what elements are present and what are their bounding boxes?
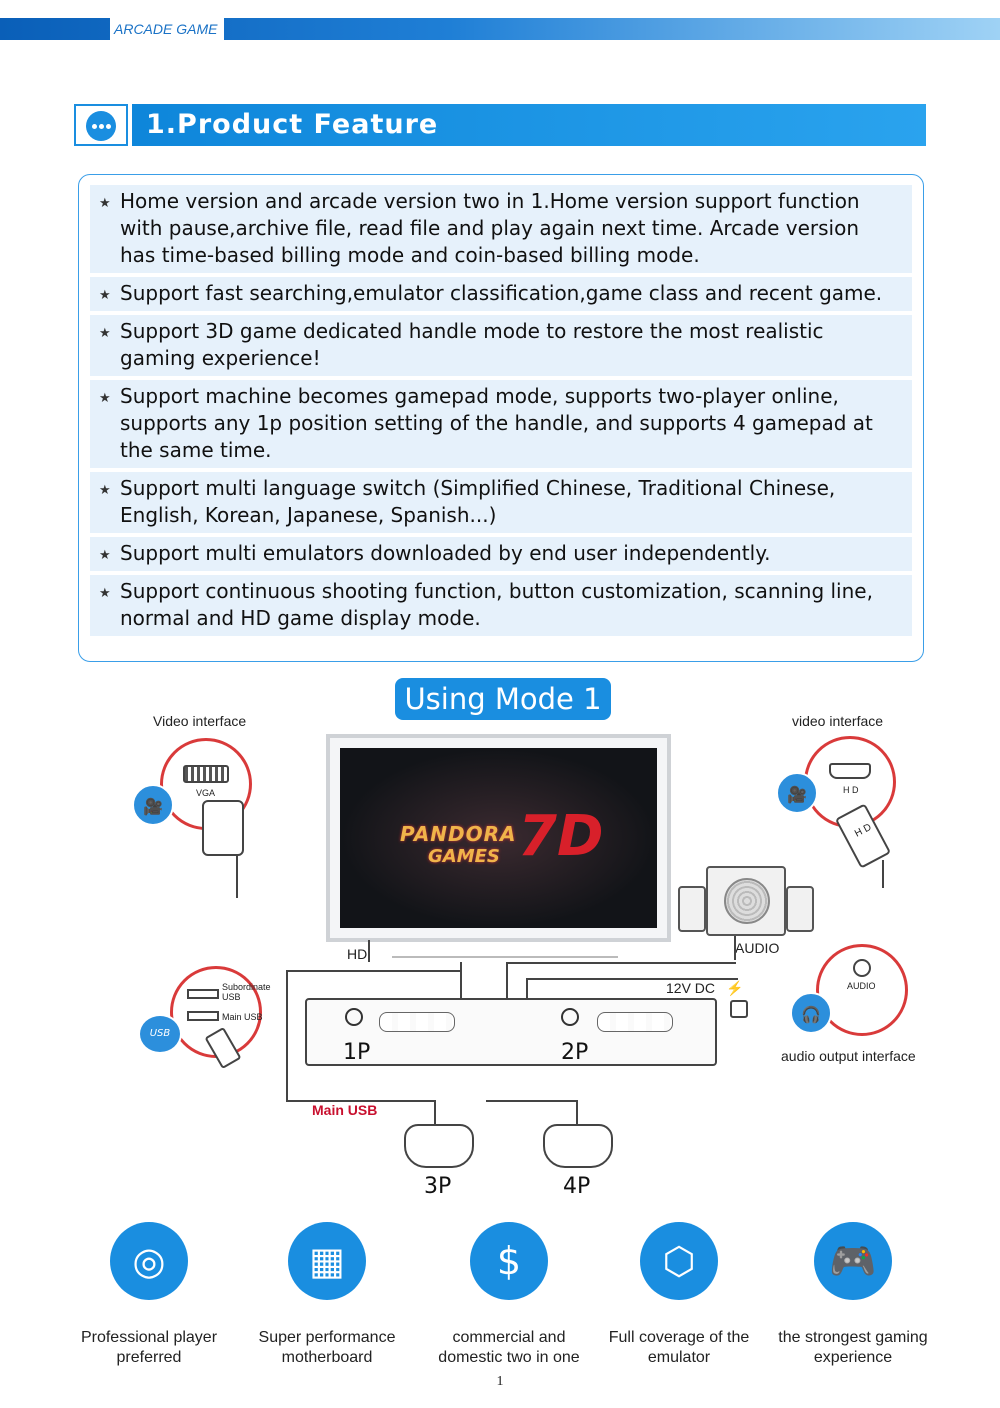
audio-line [734,936,736,960]
chat-bubble-icon [86,111,116,141]
feature-item: ★Support fast searching,emulator classif… [90,277,912,311]
star-icon: ★ [99,483,111,498]
video-interface-left-label: Video interface [153,713,247,729]
games-logo: GAMES [428,846,500,867]
star-icon: ★ [99,196,111,211]
cable [286,970,288,1102]
7d-logo: 7D [518,804,604,869]
audio-jack-circle: AUDIO [816,944,908,1036]
main-usb-port-label: Main USB [222,1012,263,1022]
star-icon: ★ [99,288,111,303]
gamepad-4p-icon: 4P [543,1124,613,1199]
feature-item: ★Support machine becomes gamepad mode, s… [90,380,912,468]
power-plug-icon [730,1000,748,1018]
arcade-console: 1P 2P [305,998,717,1066]
feature-item: ★Support continuous shooting function, b… [90,575,912,636]
chat-icon-box [74,104,128,146]
star-icon: ★ [99,326,111,341]
headphone-icon: 🎧 [790,992,832,1034]
feature-item: ★Support 3D game dedicated handle mode t… [90,315,912,376]
gamepad-icon: 🎮 [814,1222,892,1300]
banner-tag: ARCADE GAME [110,18,224,40]
video-camera-icon: 🎥 [132,784,174,826]
section-title: 1.Product Feature [146,109,439,140]
vga-plug-icon [202,800,244,856]
team-target-icon: ◎ [110,1222,188,1300]
cable [506,962,736,964]
hd-cable-label: H D [853,821,874,840]
buttons-2p [597,1012,673,1032]
subordinate-usb-label: Subordinate USB [222,982,271,1002]
hd-label: HD [347,946,368,962]
cable [486,1100,578,1102]
joystick-1p [345,1008,363,1026]
feature-item: ★Support multi language switch (Simplifi… [90,472,912,533]
speaker-left [678,886,706,932]
audio-output-label: audio output interface [781,1048,916,1064]
section-title-bar: 1.Product Feature [132,104,926,146]
top-banner: ARCADE GAME [0,18,1000,40]
p3-label: 3P [424,1174,452,1199]
chip-icon: ▦ [288,1222,366,1300]
page-number: 1 [496,1374,504,1389]
p4-label: 4P [563,1174,591,1199]
cable [526,978,738,980]
feature-item: ★Home version and arcade version two in … [90,185,912,273]
pandora-logo: PANDORA [400,822,517,846]
subwoofer [706,866,786,936]
vga-label: VGA [196,788,216,798]
hdmi-port-circle: H D [804,736,896,828]
tv-screen: PANDORA GAMES 7D [340,748,657,928]
cable [526,978,528,1000]
cable [286,1100,436,1102]
audio-jack-label: AUDIO [847,981,876,991]
cable [506,962,508,1000]
star-icon: ★ [99,391,111,406]
main-usb-label: Main USB [312,1102,378,1118]
hdmi-port-icon [829,763,871,779]
usb-icon: USB [138,1014,182,1054]
tv-stand [392,938,618,958]
hdmi-cable [882,860,884,888]
feature-list: ★Home version and arcade version two in … [78,174,924,662]
cable [434,1100,436,1124]
mode-title: Using Mode 1 [395,678,611,720]
star-icon: ★ [99,548,111,563]
p2-label: 2P [561,1040,589,1065]
audio-label: AUDIO [735,940,780,956]
usb-port-icon [187,1011,219,1021]
hd-line [368,940,370,962]
video-camera-icon-right: 🎥 [776,772,818,814]
power-bolt-icon: ⚡ [726,980,744,996]
video-interface-right-label: video interface [792,713,884,729]
usb-port-icon [187,989,219,999]
audio-port-icon [853,959,871,977]
cable [576,1100,578,1124]
joystick-2p [561,1008,579,1026]
hd-port-label: H D [843,785,859,795]
cube-icon: ⬡ [640,1222,718,1300]
star-icon: ★ [99,586,111,601]
dollar-icon: $ [470,1222,548,1300]
cable [460,962,462,1000]
gamepad-3p-icon: 3P [404,1124,474,1199]
vga-port-icon [183,765,229,783]
buttons-1p [379,1012,455,1032]
p1-label: 1P [343,1040,371,1065]
cable [286,970,462,972]
tv-monitor: PANDORA GAMES 7D [326,734,671,942]
speaker-right [786,886,814,932]
dc-label: 12V DC [666,980,716,996]
vga-cable [236,854,238,898]
feature-item: ★Support multi emulators downloaded by e… [90,537,912,571]
section-header: 1.Product Feature [74,104,926,146]
